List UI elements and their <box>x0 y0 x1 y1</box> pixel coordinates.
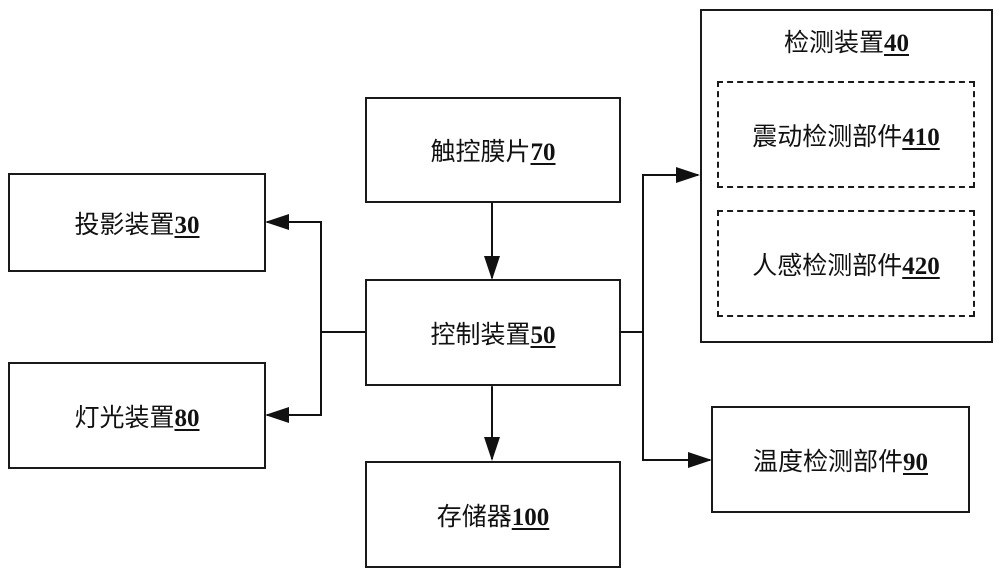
temperature-label: 温度检测部件 <box>752 446 903 476</box>
memory-ref: 100 <box>511 503 550 531</box>
vibration-node: 震动检测部件410 <box>717 81 975 188</box>
projection-label: 投影装置 <box>74 209 175 239</box>
projection-ref: 30 <box>174 211 200 239</box>
memory-label: 存储器 <box>436 501 512 531</box>
human-sense-ref: 420 <box>902 252 940 280</box>
human-sense-node: 人感检测部件420 <box>717 210 975 317</box>
touch-film-node: 触控膜片70 <box>365 97 621 203</box>
detection-label: 检测装置 <box>783 28 884 57</box>
detection-node: 检测装置40 <box>700 9 993 343</box>
edge-to-projection <box>265 214 322 332</box>
memory-node: 存储器100 <box>365 461 621 568</box>
edge-to-lighting <box>265 332 322 423</box>
lighting-label: 灯光装置 <box>74 402 175 432</box>
lighting-node: 灯光装置80 <box>8 362 266 469</box>
control-node: 控制装置50 <box>365 279 621 386</box>
temperature-ref: 90 <box>903 448 928 476</box>
vibration-label: 震动检测部件 <box>752 121 903 151</box>
vibration-ref: 410 <box>902 123 940 151</box>
detection-ref: 40 <box>884 30 909 57</box>
touch-film-label: 触控膜片 <box>430 137 531 166</box>
touch-film-ref: 70 <box>530 139 556 166</box>
edge-to-detection <box>642 167 700 332</box>
projection-node: 投影装置30 <box>8 173 266 272</box>
control-label: 控制装置 <box>430 319 531 349</box>
edge-to-temperature <box>642 332 712 468</box>
control-ref: 50 <box>530 321 556 349</box>
human-sense-label: 人感检测部件 <box>752 250 903 280</box>
temperature-node: 温度检测部件90 <box>711 406 970 513</box>
lighting-ref: 80 <box>174 404 200 432</box>
